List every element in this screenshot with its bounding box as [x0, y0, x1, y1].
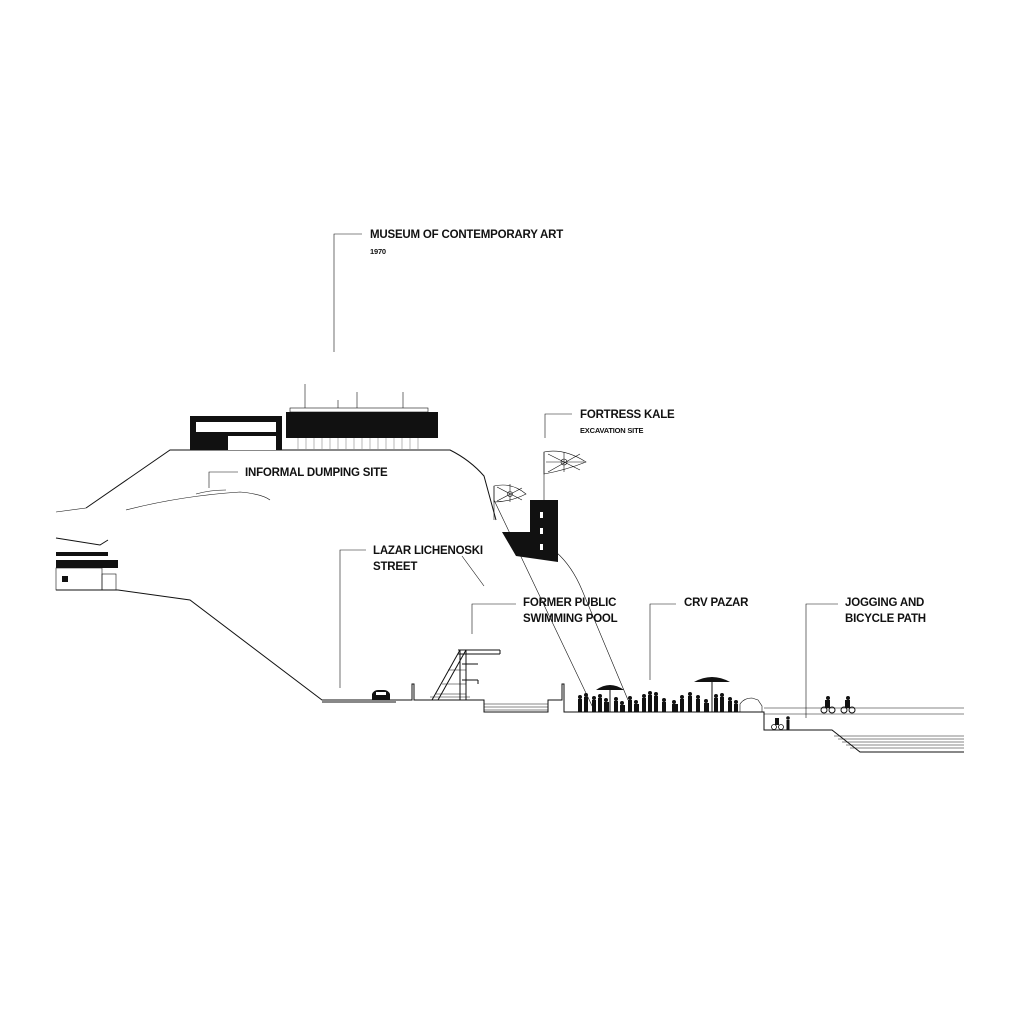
cyclist-icon	[771, 718, 784, 730]
path-leader	[805, 603, 838, 718]
lower-path-people	[771, 716, 790, 730]
lower-slope	[117, 589, 396, 701]
flag-icon	[543, 450, 587, 500]
leader-lines	[208, 233, 838, 718]
dumping-mound	[125, 491, 271, 511]
pool-leader	[471, 603, 516, 634]
umbrella-icon	[694, 677, 730, 712]
person-icon	[634, 700, 639, 712]
pool-title-line2: SWIMMING POOL	[523, 613, 618, 625]
person-icon	[704, 699, 709, 712]
diving-platform	[430, 649, 501, 701]
person-icon	[728, 697, 732, 712]
person-icon	[614, 697, 618, 712]
river-water	[834, 735, 964, 749]
fortress-leader	[544, 413, 572, 438]
left-houses	[55, 537, 118, 591]
person-icon	[714, 694, 718, 712]
person-icon	[578, 695, 582, 712]
person-icon	[648, 691, 652, 712]
market-vehicle	[739, 697, 763, 712]
crowd	[578, 691, 738, 712]
person-icon	[688, 692, 692, 712]
street-leader	[339, 549, 366, 688]
person-icon	[642, 694, 646, 712]
museum-title: MUSEUM OF CONTEMPORARY ART	[370, 229, 563, 241]
bazaar-leader	[649, 603, 676, 680]
hill-outline	[85, 449, 497, 521]
fortress-slope-b	[555, 551, 629, 701]
bazaar-title: CRV PAZAR	[684, 597, 749, 609]
umbrella-icon	[596, 685, 624, 712]
person-icon	[672, 700, 678, 712]
street-leader-2	[461, 555, 485, 587]
dumping-mound-2	[195, 489, 227, 495]
person-icon	[680, 695, 684, 712]
person-icon	[734, 700, 738, 712]
museum-year: 1970	[370, 247, 386, 256]
person-icon	[592, 696, 596, 712]
fortress-title: FORTRESS KALE	[580, 409, 675, 421]
dumping-leader	[208, 471, 238, 488]
hill-left-edge	[55, 507, 87, 513]
person-icon	[786, 716, 790, 730]
flag-icon	[493, 484, 527, 520]
street-title-line1: LAZAR LICHENOSKI	[373, 545, 483, 557]
person-icon	[696, 695, 700, 712]
car-icon	[372, 690, 390, 700]
person-icon	[654, 692, 658, 712]
person-icon	[720, 693, 724, 712]
pool-title-line1: FORMER PUBLIC	[523, 597, 616, 609]
person-icon	[598, 694, 602, 712]
cyclist-icon	[820, 696, 836, 714]
path-title-line2: BICYCLE PATH	[845, 613, 926, 625]
person-icon	[620, 701, 625, 712]
terrain	[55, 449, 964, 753]
fortress-subtitle: EXCAVATION SITE	[580, 426, 643, 435]
path-title-line1: JOGGING AND	[845, 597, 924, 609]
museum-leader	[333, 233, 362, 352]
person-icon	[628, 696, 632, 712]
cyclist-icon	[840, 696, 856, 714]
pool-ground	[396, 683, 964, 753]
museum-building	[190, 384, 438, 450]
person-icon	[584, 693, 588, 712]
person-icon	[662, 698, 666, 712]
pool-water	[484, 703, 548, 711]
fortress-tower	[502, 497, 558, 562]
street-title-line2: STREET	[373, 561, 417, 573]
person-icon	[604, 698, 609, 712]
dumping-title: INFORMAL DUMPING SITE	[245, 467, 388, 479]
